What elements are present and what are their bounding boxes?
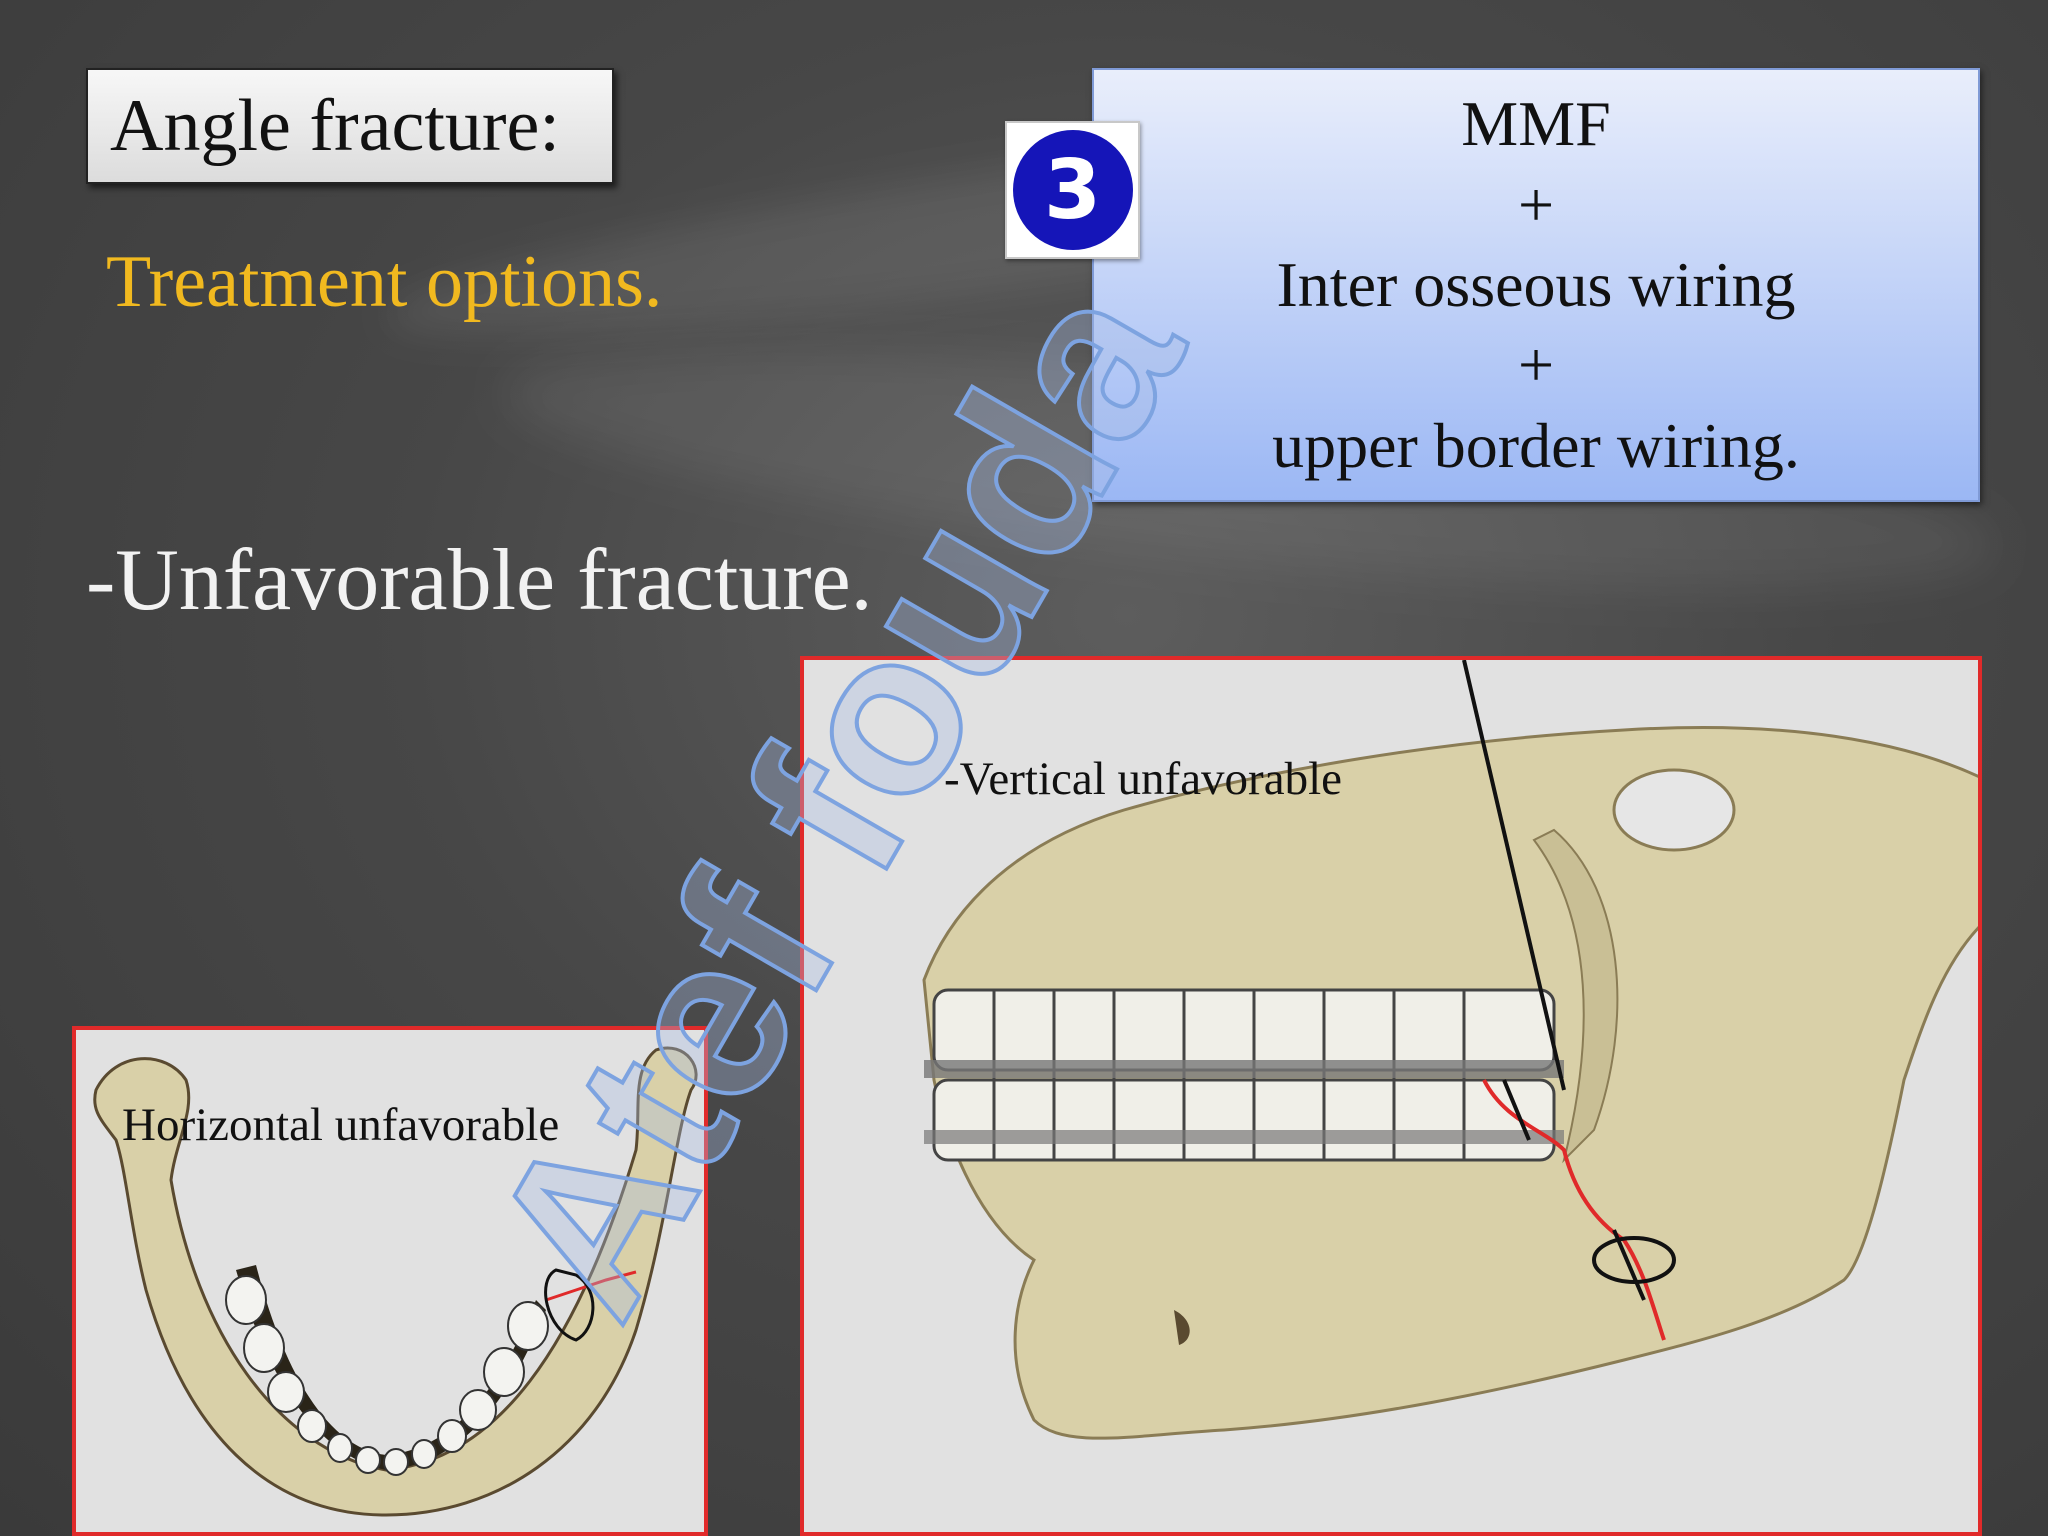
figure-label: -Vertical unfavorable <box>944 753 1342 805</box>
slide-subtitle: Treatment options. <box>106 241 663 323</box>
vertical-fracture-figure: -Vertical unfavorable <box>800 656 1982 1536</box>
badge-circle: 3 <box>1012 130 1133 250</box>
mandible-illustration <box>93 1046 698 1517</box>
info-line: MMF <box>1461 88 1611 160</box>
badge-number: 3 <box>1043 142 1102 238</box>
number-badge: 3 <box>1005 121 1140 259</box>
treatment-info-box: MMF + Inter osseous wiring + upper borde… <box>1092 68 1980 502</box>
slide-heading: -Unfavorable fracture. <box>86 532 873 629</box>
figure-label: Horizontal unfavorable <box>122 1099 560 1151</box>
title-box: Angle fracture: <box>86 68 614 184</box>
skull-illustration <box>914 660 1978 1440</box>
info-line: + <box>1517 329 1555 401</box>
info-line: upper border wiring. <box>1272 409 1800 481</box>
info-line: Inter osseous wiring <box>1276 248 1796 320</box>
horizontal-fracture-figure: Horizontal unfavorable <box>72 1026 708 1536</box>
slide-title: Angle fracture: <box>110 84 560 167</box>
info-line: + <box>1517 168 1555 240</box>
